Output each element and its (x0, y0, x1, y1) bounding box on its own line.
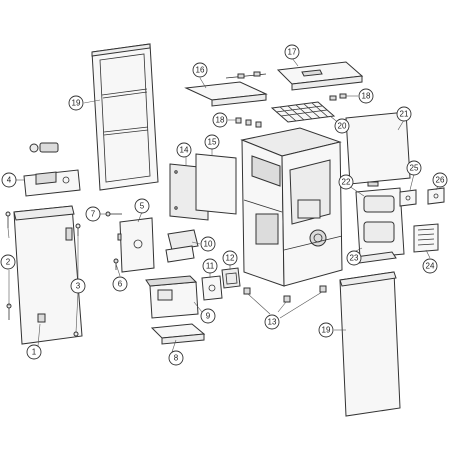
svg-text:10: 10 (204, 240, 213, 249)
part-8-bottom-tray (150, 323, 206, 345)
svg-text:20: 20 (338, 122, 347, 131)
svg-text:3: 3 (76, 282, 81, 291)
callout-15: 15 (204, 134, 220, 150)
callout-6: 6 (112, 276, 128, 292)
svg-text:16: 16 (196, 66, 205, 75)
callout-16: 16 (192, 62, 208, 78)
callout-24: 24 (422, 258, 438, 274)
callout-12: 12 (222, 250, 238, 266)
part-16-top-cover (184, 81, 268, 107)
leader-lines (7, 57, 439, 353)
part-4-control-panel (23, 169, 81, 197)
svg-text:23: 23 (350, 254, 359, 263)
svg-text:14: 14 (180, 146, 189, 155)
svg-text:24: 24 (426, 262, 435, 271)
part-6-bolt (113, 258, 119, 270)
svg-text:19: 19 (322, 326, 331, 335)
callout-7: 7 (85, 206, 101, 222)
svg-text:1: 1 (32, 348, 37, 357)
part-7-screw (105, 211, 122, 217)
svg-text:25: 25 (410, 164, 419, 173)
callout-20: 20 (334, 118, 350, 134)
svg-text:13: 13 (268, 318, 277, 327)
part-19-right-panel (339, 271, 401, 417)
part-9-burner-pot (145, 275, 199, 319)
callout-8: 8 (168, 350, 184, 366)
callout-26: 26 (432, 172, 448, 188)
svg-text:18: 18 (362, 92, 371, 101)
callout-21: 21 (396, 106, 412, 122)
svg-text:12: 12 (226, 254, 235, 263)
svg-text:26: 26 (436, 176, 445, 185)
callout-11: 11 (202, 258, 218, 274)
callout-13: 13 (264, 314, 280, 330)
callout-3: 3 (70, 278, 86, 294)
callout-4: 4 (1, 172, 17, 188)
svg-text:22: 22 (342, 178, 351, 187)
svg-text:8: 8 (174, 354, 179, 363)
part-18-brackets-lower (235, 117, 262, 128)
callout-2: 2 (0, 254, 16, 270)
part-12-gasket (221, 267, 241, 289)
part-22-vent-panel (355, 187, 405, 259)
svg-text:2: 2 (6, 258, 11, 267)
svg-text:4: 4 (7, 176, 12, 185)
callout-19-bottom: 19 (318, 322, 334, 338)
callout-10: 10 (200, 236, 216, 252)
callout-14: 14 (176, 142, 192, 158)
part-3-hinge-pins (73, 223, 81, 337)
part-19-rear-frame (91, 43, 159, 191)
part-25-cover-plate (399, 189, 417, 207)
svg-text:17: 17 (288, 48, 297, 57)
callout-18-right: 18 (358, 88, 374, 104)
callout-25: 25 (406, 160, 422, 176)
svg-text:19: 19 (72, 99, 81, 108)
part-5-firebox-door (117, 217, 155, 273)
callout-22: 22 (338, 174, 354, 190)
svg-text:21: 21 (400, 110, 409, 119)
svg-text:7: 7 (91, 210, 96, 219)
svg-text:5: 5 (140, 202, 145, 211)
callout-17: 17 (284, 44, 300, 60)
callout-9: 9 (200, 308, 216, 324)
part-21-side-panel (345, 111, 411, 187)
callout-5: 5 (134, 198, 150, 214)
part-1-front-door (13, 205, 83, 345)
part-20-hopper-grid (270, 101, 336, 123)
part-24-grille (413, 223, 439, 253)
part-15-insulation-plate (195, 153, 237, 215)
part-17-top-lid (276, 61, 364, 91)
svg-text:18: 18 (216, 116, 225, 125)
main-stove-body (240, 127, 343, 287)
svg-text:11: 11 (206, 262, 215, 271)
part-18-brackets-upper (225, 71, 347, 101)
svg-text:6: 6 (118, 280, 123, 289)
part-26-cover-plate (427, 187, 445, 205)
part-13-feet (243, 285, 327, 303)
callout-1: 1 (26, 344, 42, 360)
callout-19-top: 19 (68, 95, 84, 111)
part-10-ash-tray (165, 229, 199, 263)
part-11-sensor-plate (201, 275, 223, 301)
svg-text:15: 15 (208, 138, 217, 147)
svg-text:9: 9 (206, 312, 211, 321)
callout-23: 23 (346, 250, 362, 266)
connector-plug (29, 142, 59, 153)
callout-18-left: 18 (212, 112, 228, 128)
